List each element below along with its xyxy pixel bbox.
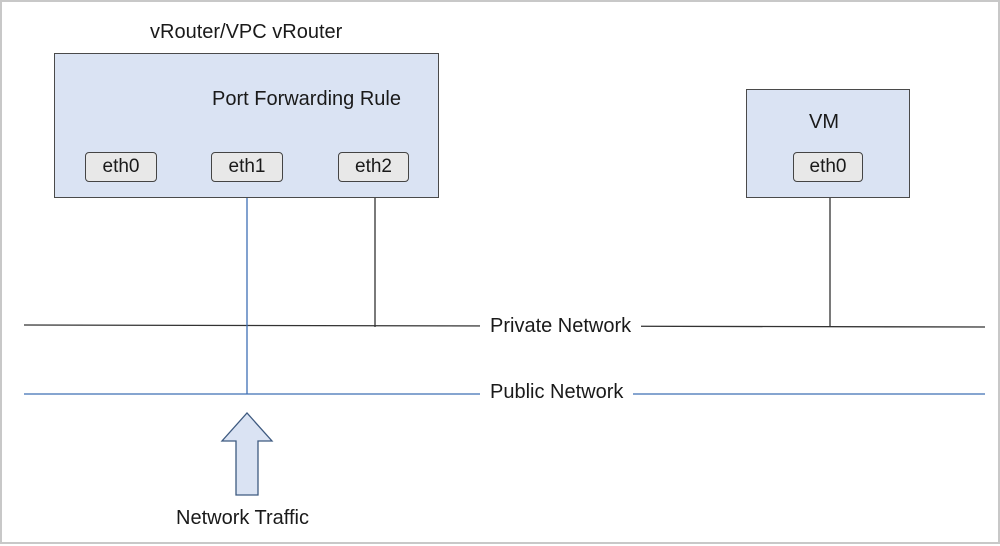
public-network-label: Public Network bbox=[480, 381, 634, 404]
private-network-label: Private Network bbox=[480, 315, 642, 338]
vm-eth0: eth0 bbox=[793, 152, 863, 182]
router-eth1: eth1 bbox=[211, 152, 283, 182]
port-forwarding-rule-label: Port Forwarding Rule bbox=[212, 88, 401, 110]
vm-title: VM bbox=[809, 111, 839, 133]
network-traffic-label: Network Traffic bbox=[176, 507, 309, 529]
router-eth2: eth2 bbox=[338, 152, 409, 182]
router-title: vRouter/VPC vRouter bbox=[150, 21, 343, 43]
router-eth0: eth0 bbox=[85, 152, 157, 182]
network-traffic-arrow bbox=[220, 412, 274, 496]
